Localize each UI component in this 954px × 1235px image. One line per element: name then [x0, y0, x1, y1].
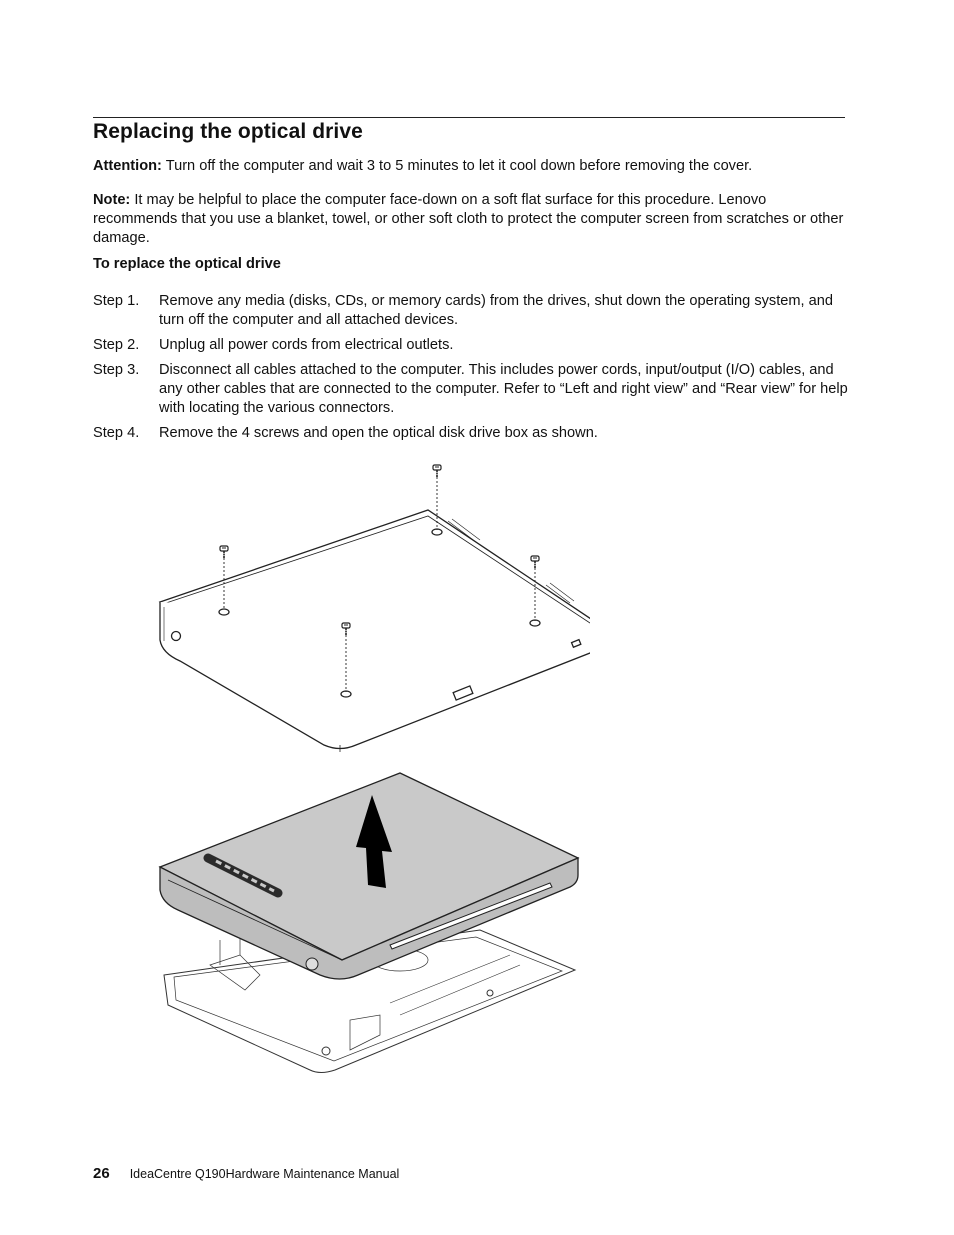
step-text: Remove any media (disks, CDs, or memory …: [159, 293, 834, 328]
heading-rule: [93, 117, 845, 118]
screw-icon: [432, 464, 442, 478]
lenovo-logo-icon: [203, 853, 283, 898]
drive-tray: [163, 929, 577, 1073]
page-footer: 26 IdeaCentre Q190Hardware Maintenance M…: [93, 1165, 399, 1182]
step-label: Step 4.: [93, 425, 140, 441]
manual-title: IdeaCentre Q190Hardware Maintenance Manu…: [129, 1167, 400, 1181]
note-label: Note:: [93, 192, 131, 208]
attention-text: Turn off the computer and wait 3 to 5 mi…: [165, 158, 753, 174]
step-label: Step 3.: [93, 362, 140, 378]
step-text: Remove the 4 screws and open the optical…: [159, 425, 598, 441]
attention-label: Attention:: [93, 158, 162, 174]
power-button-icon: [170, 630, 182, 642]
attention-paragraph: Attention: Turn off the computer and wai…: [93, 157, 848, 176]
screw-icon: [219, 545, 229, 559]
note-paragraph: Note: It may be helpful to place the com…: [93, 191, 848, 248]
step-label: Step 1.: [93, 293, 140, 309]
usb-port-icon: [452, 685, 474, 701]
computer-chassis: [158, 509, 590, 752]
step-text: Unplug all power cords from electrical o…: [159, 337, 454, 353]
step-item: Step 4. Remove the 4 screws and open the…: [93, 424, 853, 443]
page-title: Replacing the optical drive: [93, 120, 363, 143]
screw-guides: [223, 477, 536, 692]
step-list: Step 1. Remove any media (disks, CDs, or…: [93, 292, 853, 449]
page-number: 26: [93, 1165, 110, 1182]
optical-drive-illustration: [158, 464, 590, 1073]
step-text: Disconnect all cables attached to the co…: [159, 362, 848, 416]
step-label: Step 2.: [93, 337, 140, 353]
procedure-title: To replace the optical drive: [93, 256, 281, 272]
up-arrow-icon: [356, 795, 392, 888]
step-item: Step 1. Remove any media (disks, CDs, or…: [93, 292, 853, 330]
note-text: It may be helpful to place the computer …: [93, 192, 844, 246]
screw-icon: [530, 555, 540, 569]
step-item: Step 3. Disconnect all cables attached t…: [93, 361, 853, 418]
step-item: Step 2. Unplug all power cords from elec…: [93, 336, 853, 355]
